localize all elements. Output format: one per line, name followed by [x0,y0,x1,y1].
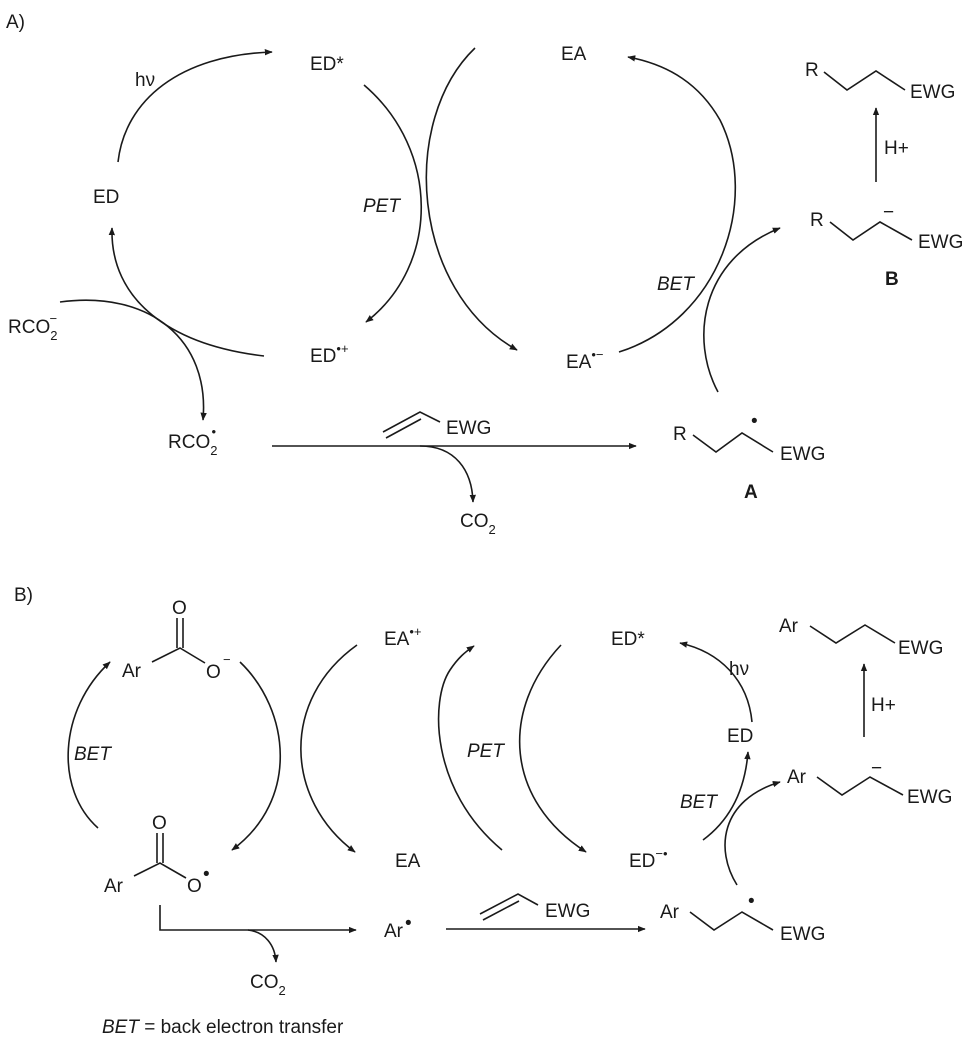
panel-a-label: A) [6,12,25,33]
pet-label-a: PET [363,196,401,217]
anion-ar-b: Ar [787,767,807,788]
product-ar-b: Ar [779,616,799,637]
carboxylate-ar-b: Ar [122,661,142,682]
decarboxylation-arrow-a [419,445,476,503]
alkene-double-bond-b [482,900,520,921]
ea-radical-cation-b: EA•+ [384,624,422,650]
co2-a: CO2 [460,511,496,537]
regeneration-arrow-ed-a [108,227,265,357]
acyloxy-bonds-b [133,862,187,879]
anion-ewg-a: EWG [918,232,963,253]
ea-ground-state-a: EA [561,44,587,65]
oxidation-arrow-a [59,299,207,421]
bet-arrow-left-b [67,661,111,829]
acyloxy-carbonyl-b [156,833,164,863]
carboxylate-bonds-b [151,647,206,664]
pet-arrow-ed-b [518,644,587,853]
anion-charge-a: − [883,202,894,223]
carboxylate-o-b: O [206,662,221,683]
hv-label-b: hν [729,659,749,680]
acyloxy-ar-b: Ar [104,876,124,897]
bet-label-right-b: BET [680,792,718,813]
carboxylate-o-dbl-b: O [172,598,187,619]
alkene-double-bond-a [385,418,422,439]
ed-radical-anion-b: ED−• [629,846,668,872]
anion-chain-b [816,776,904,796]
product-r-a: R [805,60,819,81]
regeneration-arrow-ea-a [618,55,737,353]
anion-ewg-b: EWG [907,787,952,808]
alkene-ewg-a: EWG [446,418,491,439]
acyloxy-o-b: O [187,876,202,897]
excitation-arrow-a [117,49,273,163]
acyloxy-o-dbl-b: O [152,813,167,834]
pet-arrow-ea-b [437,645,503,851]
alkene-b [479,893,539,915]
oxidation-arrow-b [231,661,282,851]
intermediate-b-label: B [885,269,899,290]
alkene-ewg-b: EWG [545,901,590,922]
ed-ground-state-b: ED [727,726,753,747]
product-ewg-a: EWG [910,82,955,103]
footnote: BET = back electron transfer [102,1017,344,1038]
proton-label-b: H+ [871,695,896,716]
alkene-a [382,411,441,433]
reduction-arrow-ea-b [300,644,358,853]
carboxylate-a: RCO2− [8,311,57,343]
intermediate-a-label: A [744,482,758,503]
ed-ground-state-a: ED [93,187,119,208]
co2-b: CO2 [250,972,286,998]
proton-label-a: H+ [884,138,909,159]
radical-ewg-a: EWG [780,444,825,465]
scheme-a: A) hν ED ED* PET ED•+ RCO2− RCO2• EA EA•… [6,12,963,537]
scheme-b: B) Ar O O − BET Ar O O • EA•+ EA PET ED* [14,585,952,998]
radical-r-a: R [673,424,687,445]
anion-r-a: R [810,210,824,231]
carboxylate-charge-b: − [223,652,231,667]
ed-radical-cation-a: ED•+ [310,341,349,367]
radical-ewg-b: EWG [780,924,825,945]
ea-radical-anion-a: EA•− [566,347,604,373]
excitation-arrow-b [679,641,753,723]
co2-loss-arrow-b [247,929,279,963]
radical-ar-b: Ar [660,902,680,923]
anion-chain-a [829,221,913,241]
bet-arrow-a [703,227,781,393]
radical-chain-b [689,911,774,931]
anion-charge-b: − [871,758,882,779]
pet-label-b: PET [467,741,505,762]
carboxylate-carbonyl-b [176,618,184,648]
product-chain-b [809,624,896,644]
bet-label-left-b: BET [74,744,112,765]
ea-ground-state-b: EA [395,851,421,872]
pet-arrow-ed-a [363,84,423,323]
radical-dot-b: • [748,891,755,912]
bet-arrow-ed-b [702,751,751,841]
radical-chain-a [692,432,774,453]
bet-label-a: BET [657,274,695,295]
product-ewg-b: EWG [898,638,943,659]
hv-label-a: hν [135,70,155,91]
aryl-radical-b: Ar• [384,913,412,942]
panel-b-label: B) [14,585,33,606]
pet-arrow-ea-a [425,47,518,351]
radical-dot-a: • [751,411,758,432]
ed-excited-a: ED* [310,54,344,75]
product-chain-a [823,70,906,91]
ed-excited-b: ED* [611,629,645,650]
carboxyl-radical-a: RCO2• [168,424,217,458]
reduction-arrow-radical-b [724,781,781,886]
decarboxylation-path-b [159,905,357,934]
acyloxy-dot-b: • [203,864,210,885]
